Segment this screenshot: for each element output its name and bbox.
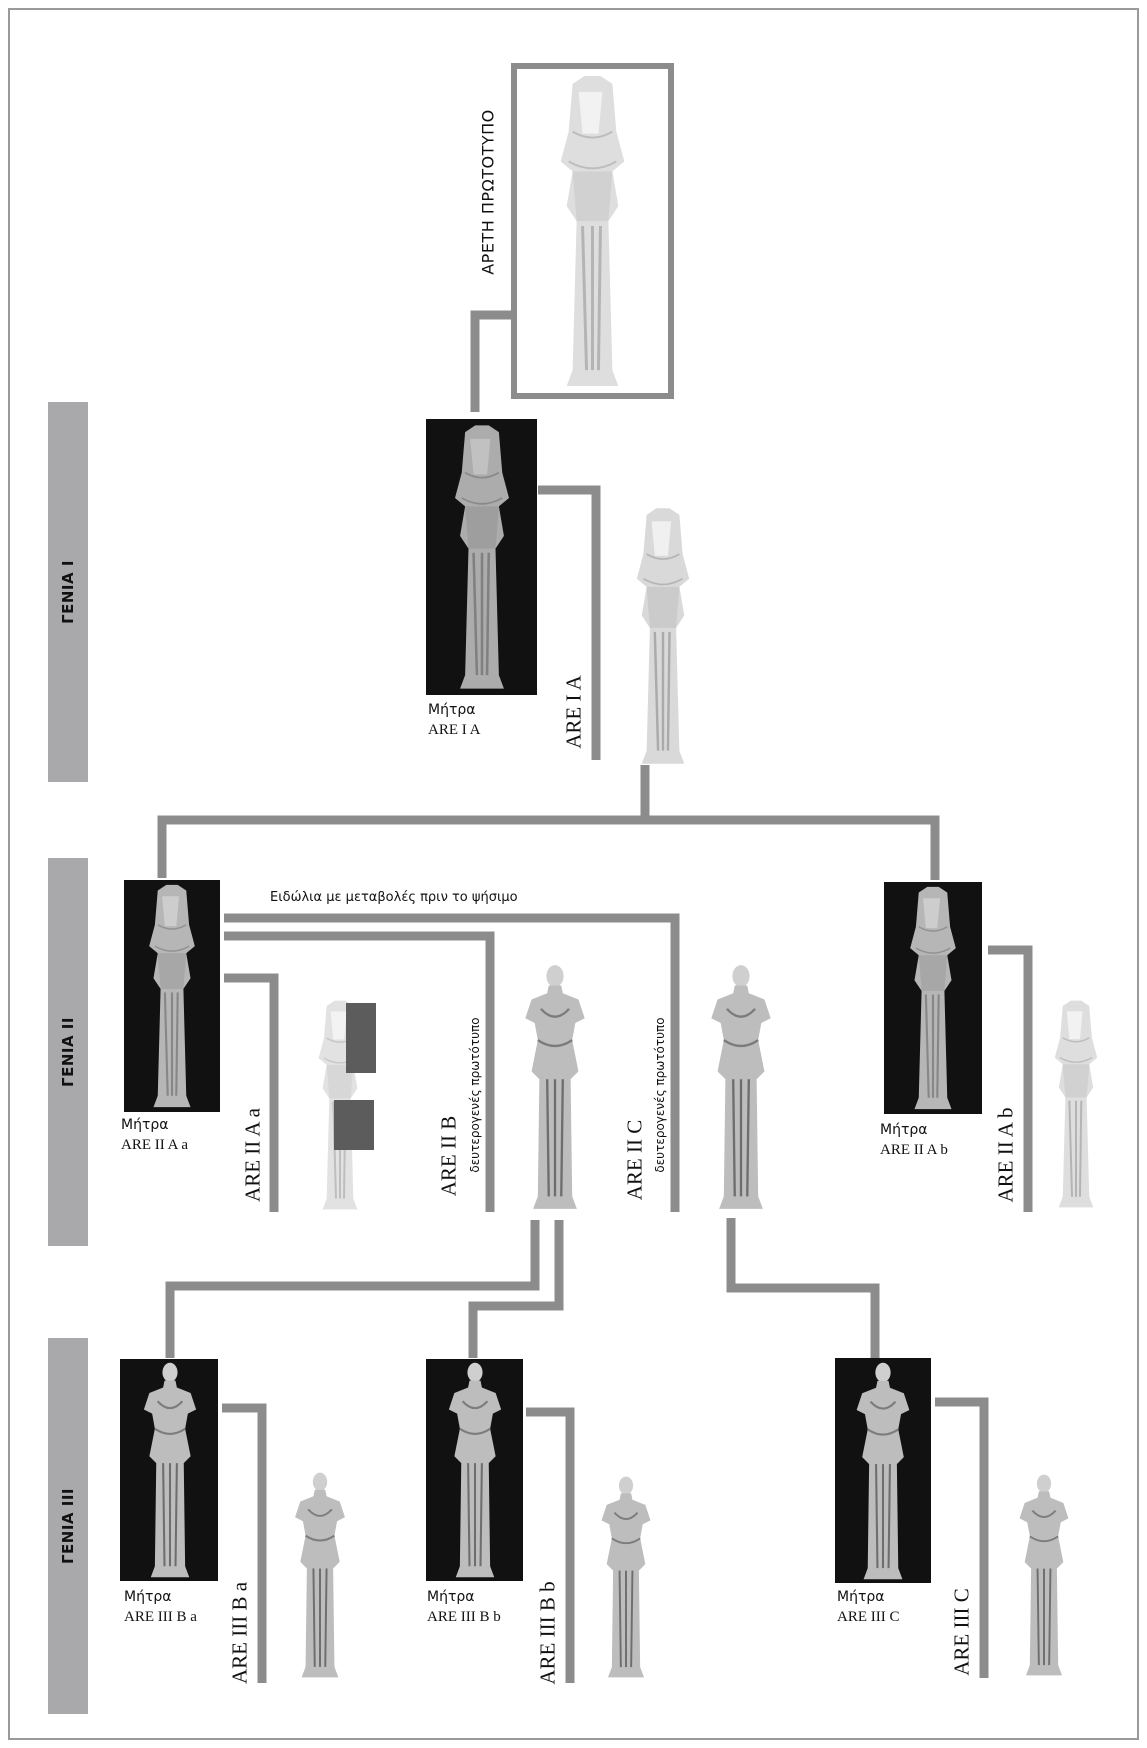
mould-are-iii-c-caption: Μήτρα ARE III C <box>837 1587 900 1627</box>
figurine-are-ii-a-a-label: ARE II A a <box>240 1108 265 1202</box>
figurine-are-iii-b-b-label: ARE III B b <box>535 1581 560 1685</box>
mould-id: ARE II A a <box>121 1137 189 1153</box>
mould-id: ARE I A <box>428 722 481 738</box>
figurine-are-ii-b <box>523 963 587 1211</box>
mould-are-ii-a-b-caption: Μήτρα ARE II A b <box>880 1120 948 1160</box>
prototype-label: ΑΡΕΤΗ ΠΡΩΤΟΤΥΠΟ <box>478 109 498 275</box>
connector-prototype-to-mould-i-a <box>470 310 514 412</box>
mould-are-ii-a-b <box>884 882 982 1114</box>
generation-bar-3: ΓΕΝΙΑ ΙΙΙ <box>48 1338 88 1714</box>
mould-are-ii-a-a <box>124 880 220 1112</box>
connector-mould-iii-b-a-to-figurine <box>222 1403 267 1683</box>
connector-mould-ii-a-a-to-ii-b <box>224 931 495 1212</box>
mould-are-iii-b-b-caption: Μήτρα ARE III B b <box>427 1587 501 1627</box>
generation-bar-1: ΓΕΝΙΑ Ι <box>48 402 88 782</box>
connector-mould-i-a-to-figurine <box>538 485 601 760</box>
figurine-are-i-a <box>635 506 691 766</box>
figurine-are-iii-b-a <box>293 1471 347 1679</box>
connector-mould-ii-a-a-to-figurine <box>224 973 279 1212</box>
connector-mould-ii-a-b-to-figurine <box>988 945 1033 1212</box>
mould-are-iii-b-a <box>120 1359 218 1581</box>
mould-word: Μήτρα <box>121 1117 169 1133</box>
page-frame <box>8 8 1139 1740</box>
mould-word: Μήτρα <box>837 1589 885 1605</box>
prototype-figure <box>511 63 674 399</box>
mould-are-ii-a-a-caption: Μήτρα ARE II A a <box>121 1115 188 1155</box>
are-ii-c-secondary-prototype-label: δευτερογενές πρωτότυπο <box>653 1017 667 1173</box>
connector-ii-b-to-mould-iii-b-a <box>165 1220 540 1358</box>
changes-before-firing-note: Ειδώλια με μεταβολές πριν το ψήσιμο <box>270 890 518 905</box>
connector-gen2-branch <box>157 815 940 880</box>
mould-id: ARE III B b <box>427 1609 501 1625</box>
mould-are-iii-b-a-caption: Μήτρα ARE III B a <box>124 1587 197 1627</box>
mould-id: ARE III C <box>837 1609 900 1625</box>
figurine-are-iii-b-b <box>600 1475 652 1679</box>
mould-are-i-a <box>426 419 537 695</box>
figurine-are-ii-a-a-dark-patch-2 <box>334 1100 374 1150</box>
mould-are-iii-b-b <box>426 1359 523 1581</box>
figurine-are-ii-a-b <box>1053 999 1099 1209</box>
are-ii-b-secondary-prototype-label: δευτερογενές πρωτότυπο <box>468 1017 482 1173</box>
connector-ii-b-to-mould-iii-b-b <box>468 1220 564 1358</box>
mould-id: ARE III B a <box>124 1609 197 1625</box>
mould-word: Μήτρα <box>880 1122 928 1138</box>
figurine-are-iii-c <box>1017 1473 1071 1677</box>
figurine-are-i-a-label: ARE I A <box>561 675 586 749</box>
connector-mould-ii-a-a-to-ii-c <box>224 913 680 1212</box>
figurine-are-ii-c <box>709 963 773 1211</box>
generation-bar-2: ΓΕΝΙΑ ΙΙ <box>48 858 88 1246</box>
mould-are-iii-c <box>835 1358 931 1583</box>
figurine-are-iii-b-a-label: ARE III B a <box>227 1581 252 1685</box>
figurine-are-ii-b-label: ARE II B <box>436 1115 461 1197</box>
connector-lines <box>157 310 1033 1683</box>
mould-word: Μήτρα <box>124 1589 172 1605</box>
figurine-are-ii-a-b-label: ARE II A b <box>993 1107 1018 1203</box>
figurine-are-ii-c-label: ARE II C <box>622 1119 647 1201</box>
mould-word: Μήτρα <box>427 1589 475 1605</box>
connector-mould-iii-c-to-figurine <box>935 1397 989 1678</box>
figurine-are-iii-c-label: ARE III C <box>949 1588 974 1676</box>
connector-mould-iii-b-b-to-figurine <box>526 1407 575 1683</box>
connector-ii-c-to-mould-iii-c <box>726 1218 880 1358</box>
figurine-are-ii-a-a-dark-patch <box>346 1003 376 1073</box>
mould-word: Μήτρα <box>428 702 476 718</box>
mould-are-i-a-caption: Μήτρα ARE I A <box>428 700 481 740</box>
mould-id: ARE II A b <box>880 1142 948 1158</box>
